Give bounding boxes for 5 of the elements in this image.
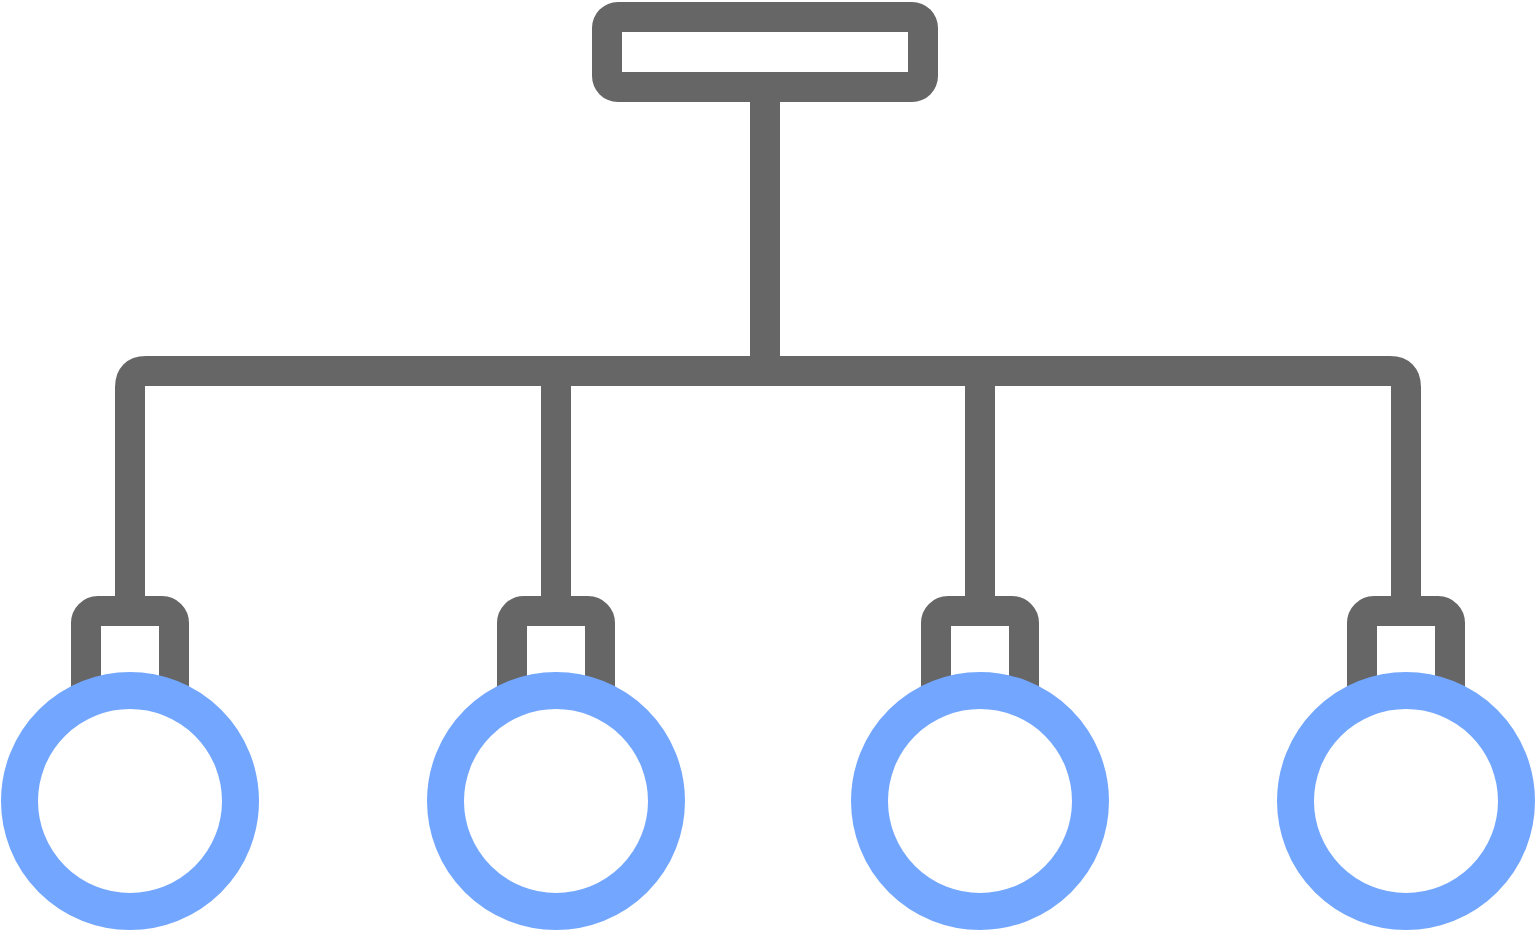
root-box xyxy=(592,2,938,102)
hanging-ring xyxy=(426,596,686,932)
hanging-ring xyxy=(0,596,260,932)
hanging-ring xyxy=(1276,596,1536,932)
hanging-ring xyxy=(850,596,1110,932)
